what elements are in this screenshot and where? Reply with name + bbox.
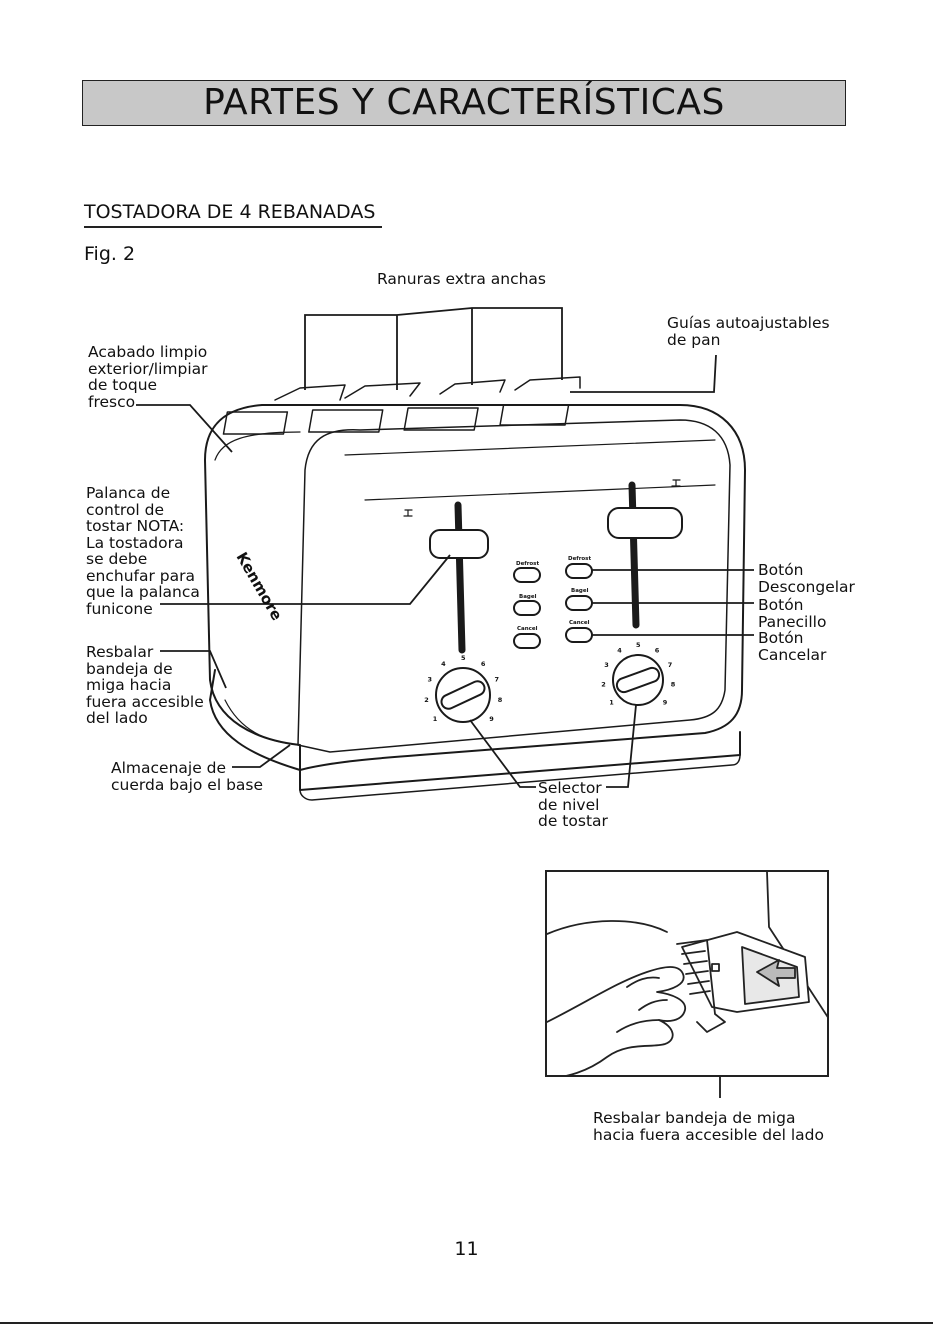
dial-number: 6 [655, 647, 660, 655]
dial-number: 2 [601, 681, 606, 689]
buttons-left [513, 567, 541, 649]
dial-left [435, 667, 491, 723]
callout-finish: Acabado limpio exterior/limpiar de toque… [88, 343, 208, 411]
callout-lever: Palanca de control de tostar NOTA: La to… [86, 484, 200, 618]
dial-number: 3 [428, 675, 433, 683]
dial-numbers-right: 1 2 34 5 67 8 9 [601, 641, 675, 707]
toaster-body [204, 404, 746, 771]
dial-number: 1 [433, 715, 438, 723]
callout-cancel-button: Botón Cancelar [758, 629, 827, 664]
button-label-defrost-right: Defrost [568, 556, 591, 562]
dial-number: 7 [495, 675, 500, 683]
dial-number: 1 [609, 699, 614, 707]
callout-bread-guides: Guías autoajustables de pan [667, 314, 830, 349]
dial-number: 5 [461, 654, 466, 662]
dial-number: 8 [671, 681, 676, 689]
button-label-cancel-left: Cancel [517, 626, 538, 632]
page-number: 11 [454, 1238, 479, 1260]
toaster-base [209, 669, 741, 791]
dial-number: 9 [663, 699, 668, 707]
button-label-bagel-right: Bagel [571, 588, 589, 594]
photo-caption: Resbalar bandeja de miga hacia fuera acc… [593, 1109, 824, 1144]
hand-tray-illustration [547, 872, 827, 1075]
dial-number: 6 [481, 660, 486, 668]
dial-numbers-left: 1 2 34 5 6 7 8 9 [424, 654, 502, 723]
hand [547, 966, 686, 1075]
title-banner: PARTES Y CARACTERÍSTICAS [82, 80, 846, 126]
callout-bagel-button: Botón Panecillo [758, 596, 827, 631]
dial-number: 4 [441, 660, 446, 668]
dial-right [612, 654, 664, 706]
callout-defrost-button: Botón Descongelar [758, 561, 855, 596]
dial-number: 3 [604, 661, 609, 669]
dial-number: 5 [636, 641, 641, 649]
dial-number: 9 [489, 715, 494, 723]
callout-browning-selector: Selector de nivel de tostar [538, 779, 608, 830]
button-label-bagel-left: Bagel [519, 594, 537, 600]
page-title: PARTES Y CARACTERÍSTICAS [203, 82, 725, 123]
callout-crumb-tray: Resbalar bandeja de miga hacia fuera acc… [86, 643, 204, 727]
dial-number: 2 [424, 696, 429, 704]
dial-number: 4 [617, 647, 622, 655]
bread-slots [222, 376, 581, 435]
section-heading: TOSTADORA DE 4 REBANADAS [84, 201, 382, 228]
lever-left [429, 501, 489, 654]
callout-cord-storage: Almacenaje de cuerda bajo el base [111, 759, 264, 794]
buttons-right [565, 563, 593, 643]
dial-number: 8 [498, 696, 503, 704]
button-label-defrost-left: Defrost [516, 561, 539, 567]
button-label-cancel-right: Cancel [569, 620, 590, 626]
front-panel [297, 419, 731, 753]
figure-label: Fig. 2 [84, 243, 136, 265]
lever-right [607, 481, 683, 629]
bottom-rule [0, 1322, 933, 1324]
brand-logo: Kenmore [233, 549, 286, 624]
dial-number: 7 [668, 661, 673, 669]
callout-slots: Ranuras extra anchas [377, 270, 547, 288]
crumb-tray-photo [545, 870, 829, 1077]
